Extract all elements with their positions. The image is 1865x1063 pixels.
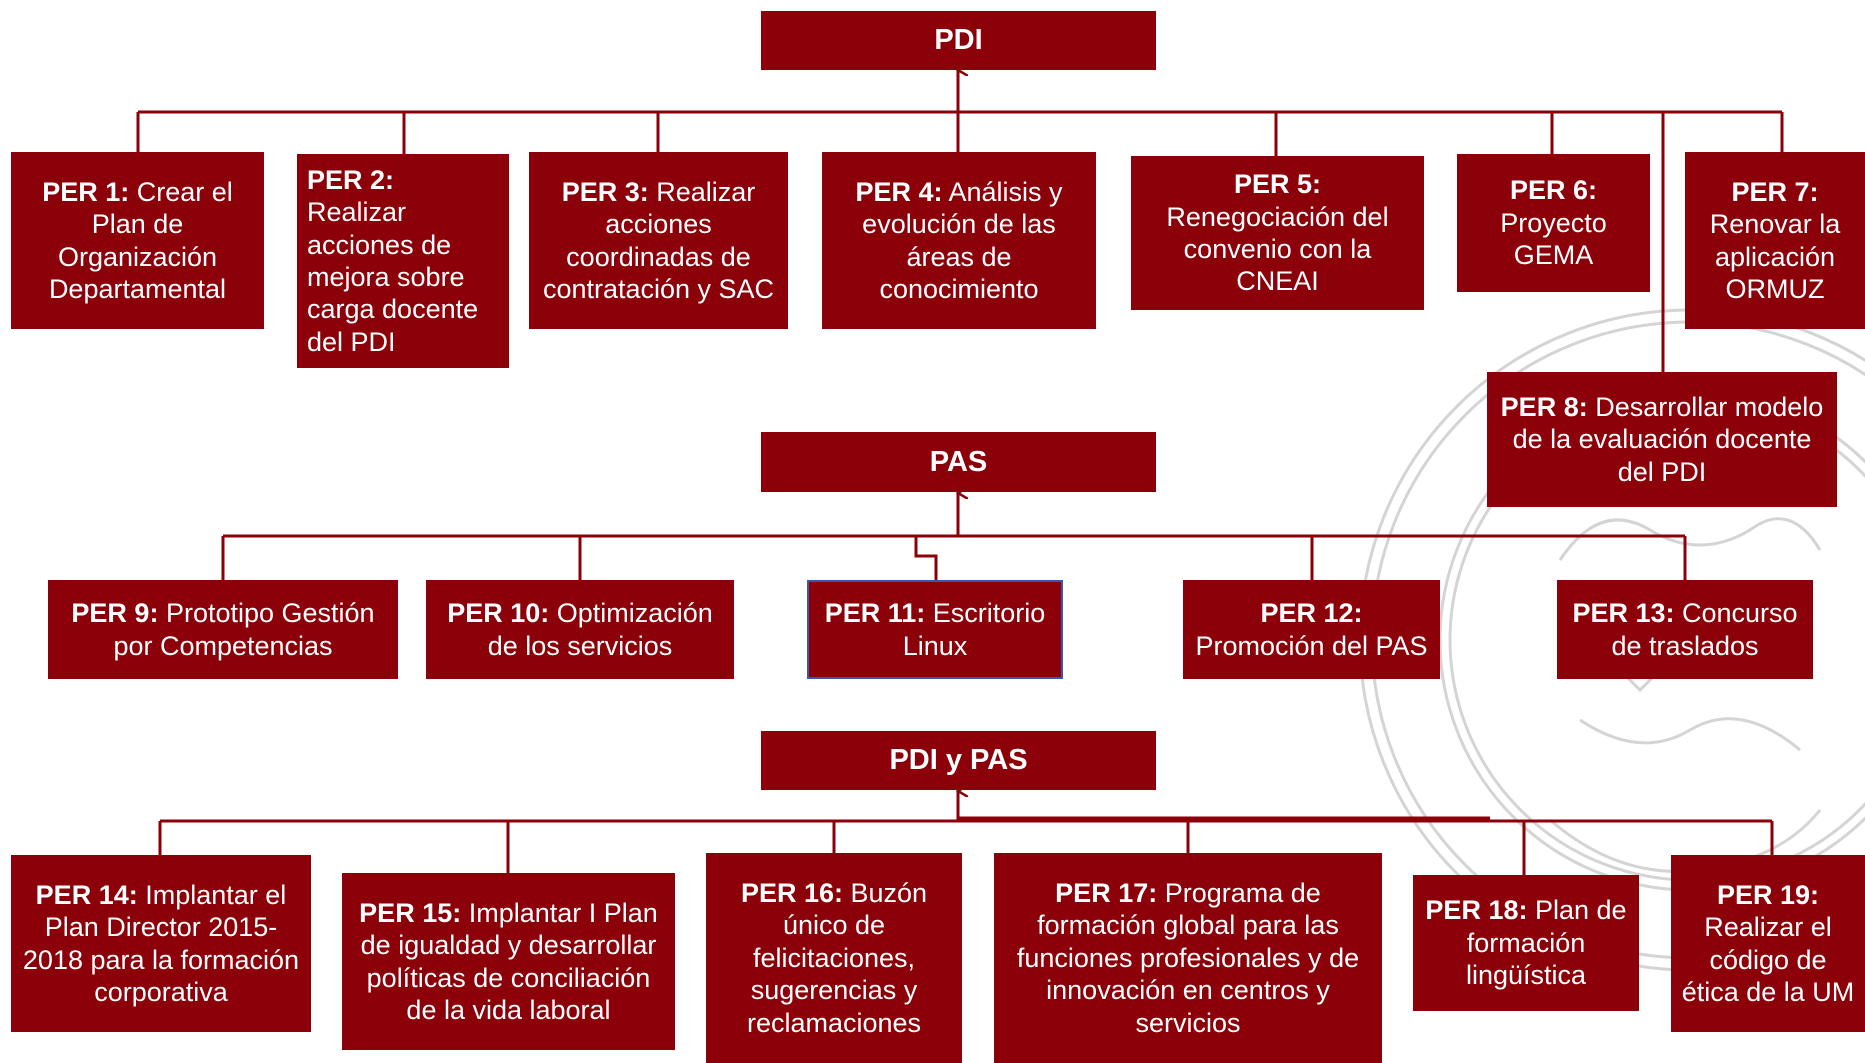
per-text: Análisis y evolución de las áreas de con… bbox=[862, 176, 1063, 304]
per-1-box: PER 1: Crear el Plan de Organización Dep… bbox=[11, 152, 264, 329]
per-text: Crear el Plan de Organización Departamen… bbox=[48, 176, 233, 304]
per-text: Implantar I Plan de igualdad y desarroll… bbox=[360, 897, 658, 1025]
per-code: PER 16: bbox=[740, 878, 843, 909]
per-9-box: PER 9: Prototipo Gestión por Competencia… bbox=[48, 580, 398, 679]
per-19-box: PER 19: Realizar el código de ética de l… bbox=[1671, 855, 1865, 1032]
per-code: PER 18: bbox=[1425, 895, 1528, 926]
per-6-box: PER 6:Proyecto GEMA bbox=[1457, 154, 1650, 292]
per-11-box: PER 11: Escritorio Linux bbox=[807, 580, 1063, 679]
per-code: PER 14: bbox=[35, 879, 138, 910]
group-pdi-pas-label: PDI y PAS bbox=[889, 744, 1028, 777]
group-pas-label: PAS bbox=[929, 445, 988, 478]
per-text: Renegociación del convenio con la CNEAI bbox=[1166, 201, 1389, 297]
per-text: Realizar acciones de mejora sobre carga … bbox=[307, 197, 479, 357]
per-2-box: PER 2: Realizar acciones de mejora sobre… bbox=[297, 154, 509, 368]
per-code: PER 5: bbox=[1233, 169, 1322, 200]
per-text: Buzón único de felicitaciones, sugerenci… bbox=[746, 878, 928, 1038]
per-text: Programa de formación global para las fu… bbox=[1016, 878, 1360, 1038]
per-code: PER 11: bbox=[824, 598, 926, 629]
per-3-box: PER 3: Realizar acciones coordinadas de … bbox=[529, 152, 788, 329]
per-code: PER 7: bbox=[1731, 176, 1819, 207]
per-text: Proyecto GEMA bbox=[1500, 207, 1607, 271]
per-code: PER 13: bbox=[1572, 598, 1675, 629]
per-text: Implantar el Plan Director 2015-2018 par… bbox=[22, 879, 300, 1007]
per-code: PER 3: bbox=[561, 176, 649, 207]
per-code: PER 12: bbox=[1260, 598, 1363, 629]
per-text: Realizar el código de ética de la UM bbox=[1681, 912, 1855, 1007]
per-12-box: PER 12: Promoción del PAS bbox=[1183, 580, 1440, 679]
per-code: PER 15: bbox=[359, 897, 462, 928]
per-5-box: PER 5: Renegociación del convenio con la… bbox=[1131, 156, 1424, 310]
per-code: PER 4: bbox=[855, 176, 943, 207]
per-code: PER 6: bbox=[1509, 175, 1598, 206]
per-text: Renovar la aplicación ORMUZ bbox=[1709, 209, 1841, 304]
per-7-box: PER 7:Renovar la aplicación ORMUZ bbox=[1685, 152, 1865, 329]
per-text: Desarrollar modelo de la evaluación doce… bbox=[1512, 391, 1824, 487]
group-pdi-header: PDI bbox=[761, 11, 1156, 70]
per-text: Optimización de los servicios bbox=[487, 598, 713, 661]
per-code: PER 10: bbox=[447, 598, 550, 629]
per-text: Escritorio Linux bbox=[902, 598, 1046, 661]
per-code: PER 19: bbox=[1716, 879, 1820, 910]
per-text: Plan de formación lingüística bbox=[1465, 895, 1627, 991]
per-18-box: PER 18: Plan de formación lingüística bbox=[1413, 875, 1639, 1011]
per-text: Realizar acciones coordinadas de contrat… bbox=[542, 176, 775, 304]
per-16-box: PER 16: Buzón único de felicitaciones, s… bbox=[706, 853, 962, 1063]
per-4-box: PER 4: Análisis y evolución de las áreas… bbox=[822, 152, 1096, 329]
per-text: Concurso de traslados bbox=[1611, 598, 1798, 661]
per-code: PER 1: bbox=[42, 176, 130, 207]
per-code: PER 9: bbox=[71, 598, 159, 629]
per-14-box: PER 14: Implantar el Plan Director 2015-… bbox=[11, 855, 311, 1032]
per-15-box: PER 15: Implantar I Plan de igualdad y d… bbox=[342, 873, 675, 1050]
group-pdi-label: PDI bbox=[934, 24, 983, 57]
per-text: Promoción del PAS bbox=[1195, 630, 1428, 661]
per-code: PER 8: bbox=[1500, 391, 1588, 422]
group-pas-header: PAS bbox=[761, 432, 1156, 492]
per-8-box: PER 8: Desarrollar modelo de la evaluaci… bbox=[1487, 372, 1837, 507]
per-code: PER 2: bbox=[307, 164, 395, 195]
group-pdi-pas-header: PDI y PAS bbox=[761, 731, 1156, 790]
per-text: Prototipo Gestión por Competencias bbox=[113, 598, 375, 661]
per-13-box: PER 13: Concurso de traslados bbox=[1557, 580, 1813, 679]
per-17-box: PER 17: Programa de formación global par… bbox=[994, 853, 1382, 1063]
per-code: PER 17: bbox=[1055, 878, 1158, 909]
per-10-box: PER 10: Optimización de los servicios bbox=[426, 580, 734, 679]
